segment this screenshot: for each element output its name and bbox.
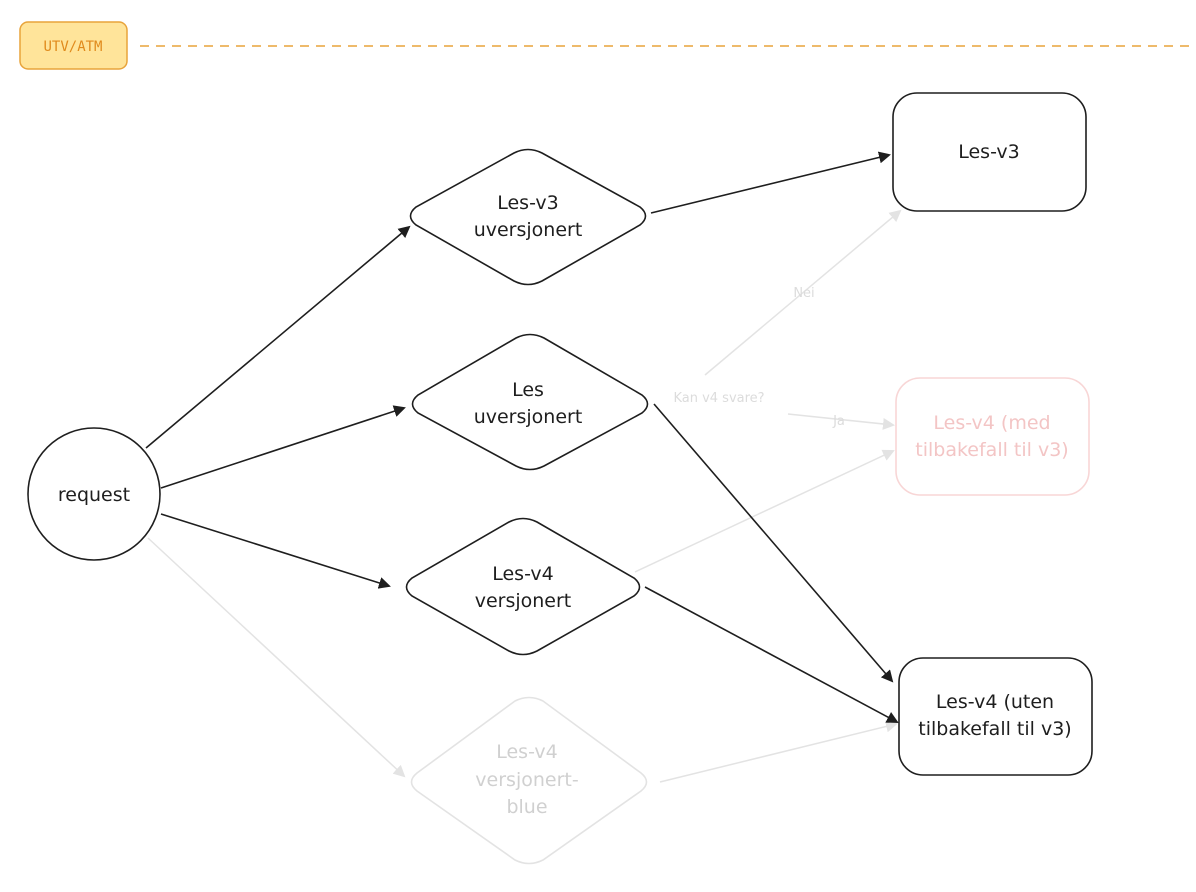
node-les-v4-uten-line2: tilbakefall til v3)	[918, 718, 1071, 740]
node-les-v4-med-line2: tilbakefall til v3)	[915, 439, 1068, 461]
node-les-v3-shape	[892, 92, 1087, 212]
edge-les-uversjonert-to-les-v4-uten	[653, 403, 894, 683]
edge-les-v4-versjonert-to-les-v4-uten	[644, 586, 899, 723]
node-les-v4-versjonert-blue-shape	[410, 696, 648, 865]
node-les-v4-versjonert-line1: Les-v4	[492, 563, 554, 585]
edge-les-v4-blue-to-les-v4-uten	[659, 720, 898, 783]
node-les-v3-uversjonert-shape	[409, 148, 647, 286]
node-request[interactable]: request	[27, 427, 161, 561]
node-les-v3-uversjonert[interactable]: Les-v3 uversjonert	[409, 148, 647, 286]
node-les-uversjonert-line1: Les	[512, 379, 544, 401]
node-les-v4-uten[interactable]: Les-v4 (uten tilbakefall til v3)	[898, 657, 1093, 776]
node-les-v4-versjonert-blue-line2: versjonert-	[475, 769, 578, 791]
node-les-v4-versjonert-shape	[405, 517, 641, 656]
faded-edges	[147, 209, 902, 783]
environment-badge	[19, 21, 128, 70]
node-les-v4-uten-line1: Les-v4 (uten	[936, 691, 1054, 713]
environment-header: UTV/ATM	[19, 21, 1196, 70]
node-les-v3-label: Les-v3	[958, 141, 1020, 163]
node-les-v4-med-shape	[895, 377, 1090, 496]
node-les-v3-uversjonert-line1: Les-v3	[497, 192, 559, 214]
edge-request-to-les-v4-blue	[147, 537, 406, 778]
node-les-v3[interactable]: Les-v3	[892, 92, 1087, 212]
node-les-v4-versjonert-blue-line3: blue	[506, 796, 547, 818]
node-les-uversjonert-shape	[411, 333, 649, 471]
edge-request-to-les-v4-versjonert	[160, 513, 391, 589]
environment-label: UTV/ATM	[43, 39, 102, 55]
edge-ja-to-les-v4-med	[787, 413, 895, 430]
node-les-v4-versjonert[interactable]: Les-v4 versjonert	[405, 517, 641, 656]
node-les-v3-uversjonert-line2: uversjonert	[474, 219, 583, 241]
node-les-v4-uten-shape	[898, 657, 1093, 776]
edge-les-v3-uversjonert-to-les-v3	[650, 151, 891, 214]
edge-nei-to-les-v3	[704, 209, 902, 376]
node-request-label: request	[58, 484, 130, 506]
edge-label-ja: Ja	[832, 414, 845, 429]
node-les-uversjonert-line2: uversjonert	[474, 406, 583, 428]
node-les-v4-versjonert-blue[interactable]: Les-v4 versjonert- blue	[410, 696, 648, 865]
node-les-v4-med-line1: Les-v4 (med	[933, 412, 1050, 434]
node-les-uversjonert[interactable]: Les uversjonert	[411, 333, 649, 471]
edge-les-v4-versjonert-to-les-v4-med	[634, 449, 895, 573]
node-les-v4-versjonert-line2: versjonert	[475, 590, 572, 612]
node-les-v4-med[interactable]: Les-v4 (med tilbakefall til v3)	[895, 377, 1090, 496]
dark-edges	[145, 151, 899, 723]
edge-label-nei: Nei	[793, 286, 814, 301]
edge-label-kan-v4-svare: Kan v4 svare?	[673, 391, 764, 406]
node-request-shape	[27, 427, 161, 561]
node-les-v4-versjonert-blue-line1: Les-v4	[496, 741, 558, 763]
edge-request-to-les-uversjonert	[160, 405, 406, 489]
edge-request-to-les-v3-uversjonert	[145, 225, 411, 449]
